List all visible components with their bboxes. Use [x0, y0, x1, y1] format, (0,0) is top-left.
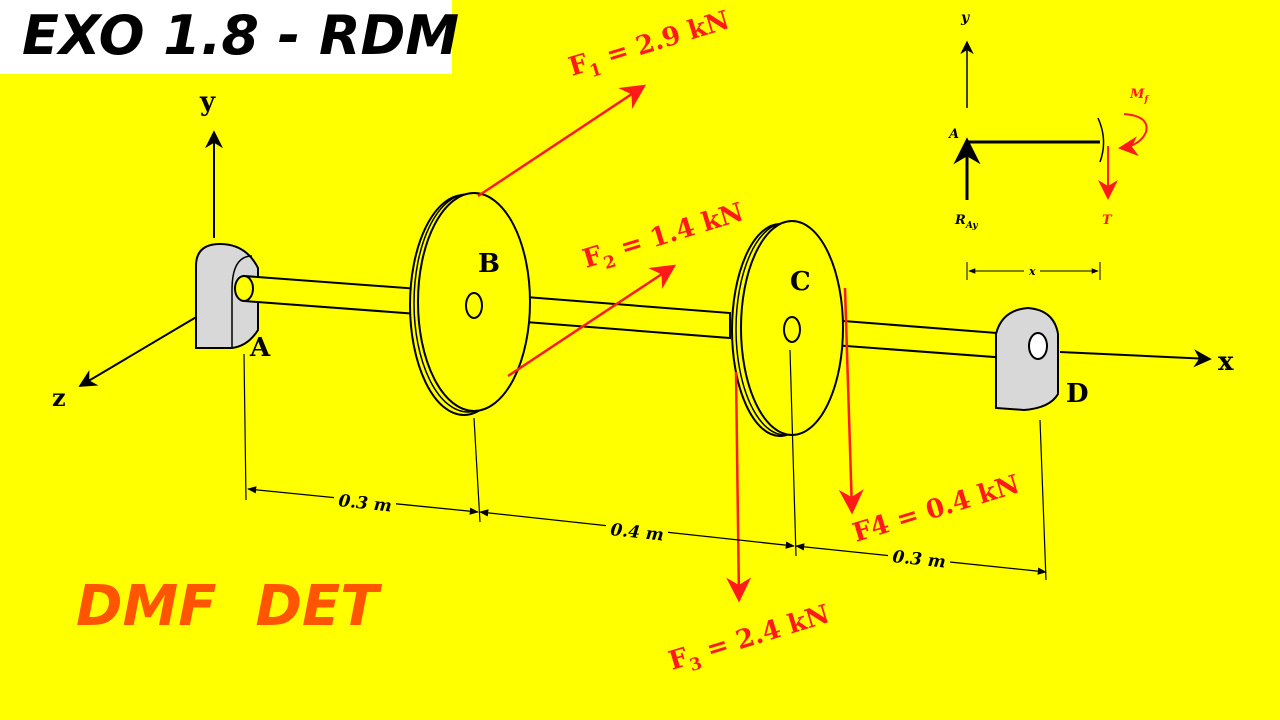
- f1-arrow: [477, 84, 647, 198]
- f4-arrow: [838, 287, 864, 515]
- page-title: EXO 1.8 - RDM: [22, 4, 460, 67]
- inset-x-label: x: [1028, 265, 1036, 278]
- subtitle: DMF DET: [76, 574, 379, 639]
- point-b-label: B: [478, 249, 500, 279]
- f1-label: F1 = 2.9 kN: [565, 5, 734, 87]
- disk-c: [731, 220, 844, 437]
- z-axis: [78, 315, 199, 387]
- inset-shear-label: T: [1102, 213, 1113, 228]
- point-a-label: A: [249, 333, 271, 363]
- x-axis: [1059, 349, 1212, 368]
- disk-b: [409, 192, 531, 416]
- f3-arrow: [726, 371, 752, 603]
- bearing-d: [995, 306, 1059, 412]
- inset-moment-arrow: [1118, 113, 1148, 157]
- point-c-label: C: [790, 267, 811, 297]
- bearing-a: [195, 242, 259, 349]
- extension-lines: [243, 349, 1047, 581]
- z-axis-label: z: [52, 383, 66, 412]
- dimension-cd-label: 0.3 m: [891, 547, 946, 572]
- inset-reaction-label: RAy: [954, 213, 978, 231]
- x-axis-label: x: [1218, 347, 1234, 377]
- inset-y-label: y: [960, 10, 970, 26]
- f2-label: F2 = 1.4 kN: [579, 197, 748, 279]
- point-d-label: D: [1066, 379, 1089, 409]
- f2-arrow: [507, 264, 677, 378]
- inset-a-label: A: [947, 127, 959, 142]
- inset-fbd: y A RAy Mf T x: [947, 10, 1150, 280]
- inset-moment-label: Mf: [1129, 87, 1150, 105]
- dimension-ab-label: 0.3 m: [337, 491, 392, 516]
- dimension-bc-label: 0.4 m: [609, 520, 664, 545]
- svg-text:F3 = 2.4 kN: F3 = 2.4 kN: [665, 599, 834, 681]
- title-box: EXO 1.8 - RDM: [0, 0, 459, 74]
- shaft: [234, 274, 1012, 360]
- svg-text:F2 = 1.4 kN: F2 = 1.4 kN: [579, 197, 748, 279]
- f4-label: F4 = 0.4 kN: [849, 470, 1023, 549]
- f3-label: F3 = 2.4 kN: [665, 599, 834, 681]
- svg-text:F4 = 0.4 kN: F4 = 0.4 kN: [849, 470, 1023, 549]
- y-axis-label: y: [199, 87, 216, 117]
- svg-text:F1 = 2.9 kN: F1 = 2.9 kN: [565, 5, 734, 87]
